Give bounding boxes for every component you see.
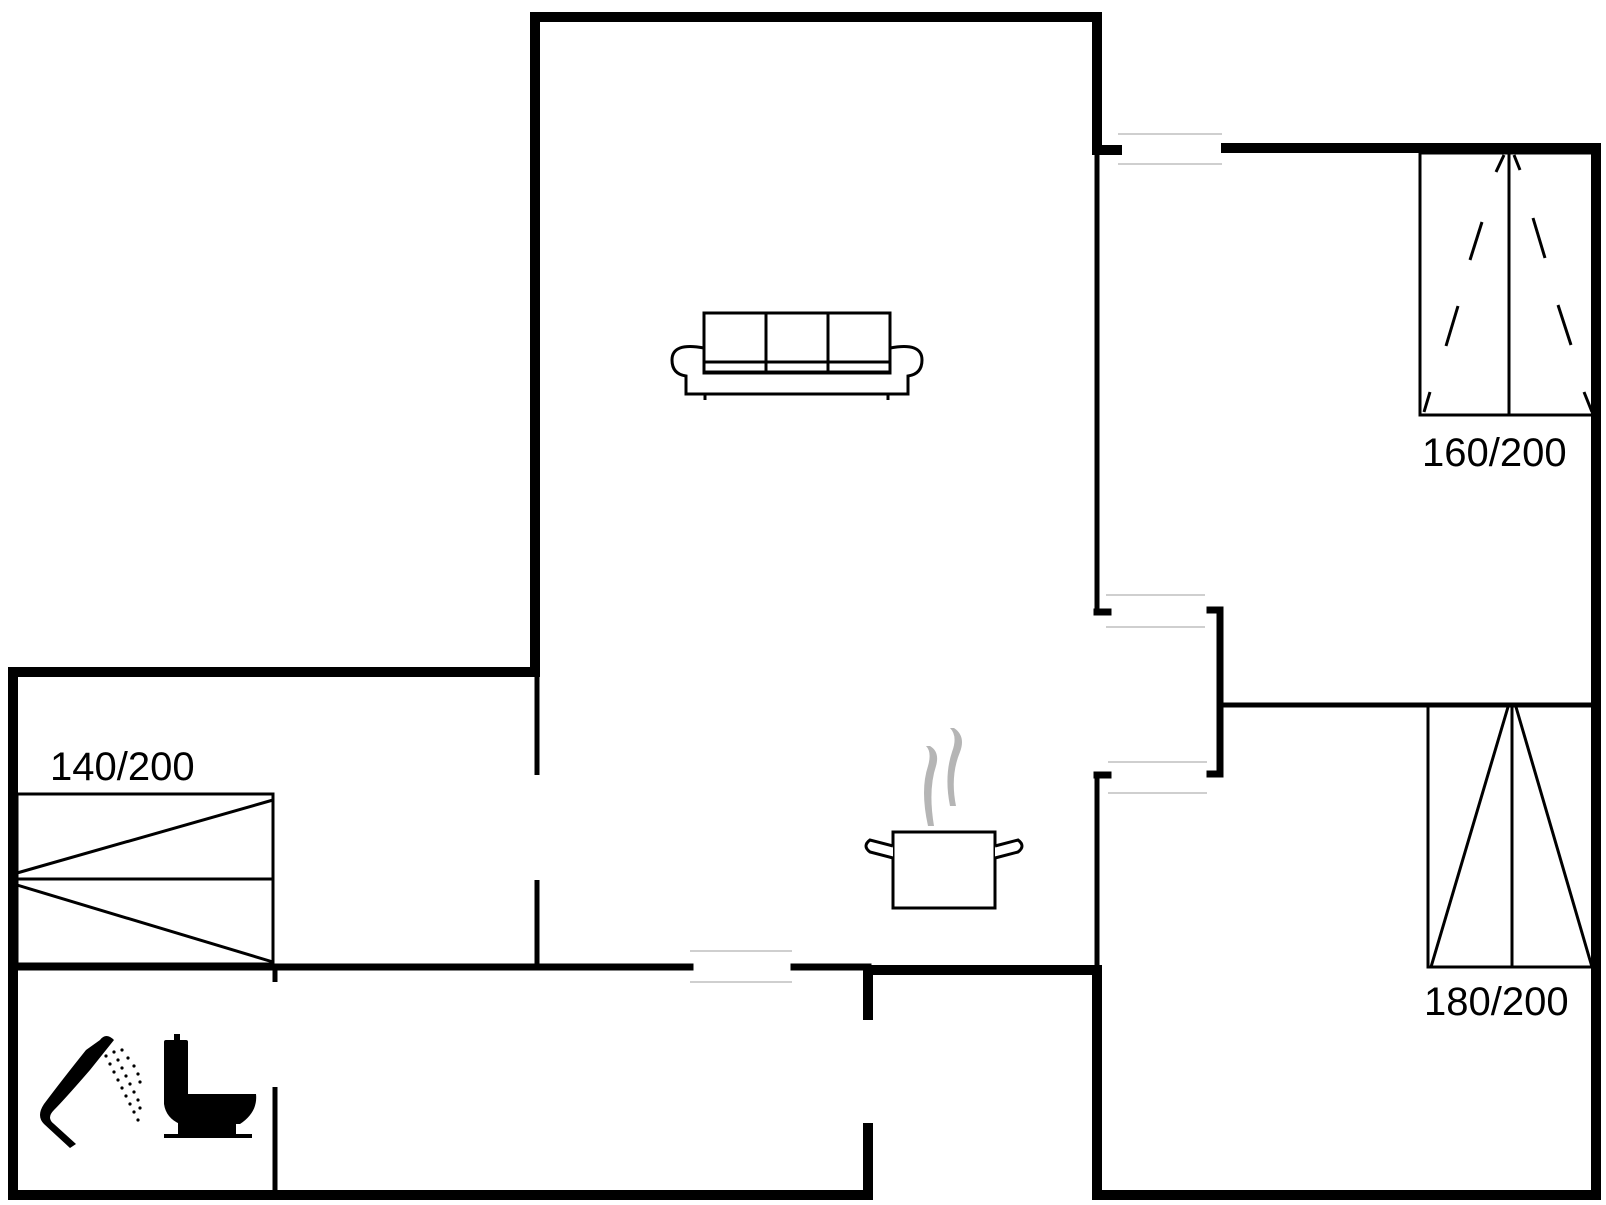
wall-bedroom-north [1092, 143, 1601, 1200]
window-closet-upper [1106, 594, 1205, 628]
window-closet-lower [1108, 761, 1207, 794]
wall-living-west [530, 12, 1122, 675]
wall-hall-stub [863, 965, 1102, 1020]
bed-140: 140/200 [15, 745, 275, 966]
bed-size-label-140: 140/200 [50, 745, 195, 789]
shower-icon [40, 1036, 142, 1148]
bed-size-label-180: 180/200 [1424, 980, 1569, 1024]
interior-walls [9, 150, 1596, 1195]
window-corridor [690, 950, 792, 983]
bed-180: 180/200 [1424, 703, 1597, 1024]
bed-size-label-160: 160/200 [1422, 431, 1567, 475]
cooking-pot-icon [864, 728, 1024, 910]
wall-left-wing [8, 667, 873, 1200]
exterior-walls [8, 12, 1601, 1200]
sofa-icon [670, 311, 924, 400]
windows [690, 133, 1222, 983]
bed-160: 160/200 [1418, 151, 1597, 475]
toilet-icon [164, 1034, 257, 1138]
closet-bracket [1206, 606, 1224, 778]
window-top [1118, 133, 1222, 165]
